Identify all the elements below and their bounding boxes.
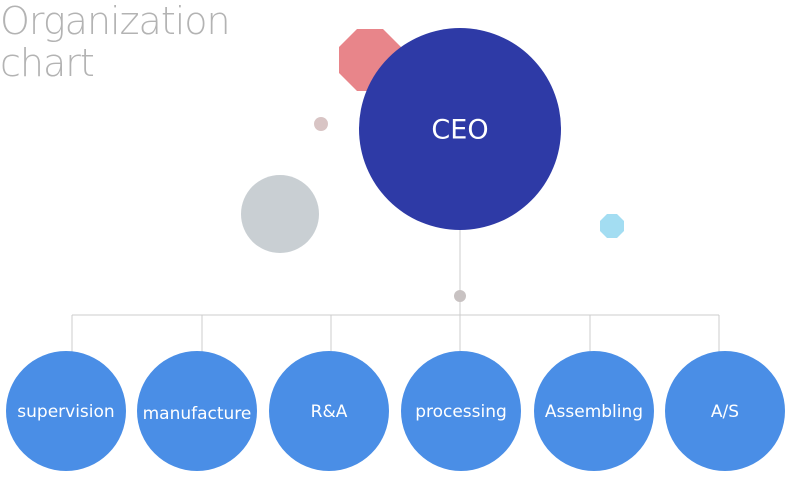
department-circle <box>6 351 126 471</box>
chart-title-line1: Organization <box>0 0 231 43</box>
department-label: Assembling <box>545 402 643 422</box>
department-circle <box>665 351 785 471</box>
department-circle <box>269 351 389 471</box>
department-label: manufacture <box>143 404 252 424</box>
connector-lines <box>71 225 720 360</box>
department-node-supervision[interactable]: supervision <box>6 351 126 471</box>
connector-dot <box>454 290 466 302</box>
chart-title-line2: chart <box>0 41 95 85</box>
gray-circle-decoration <box>241 175 319 253</box>
department-circle <box>137 351 257 471</box>
department-node-processing[interactable]: processing <box>401 351 521 471</box>
department-label: A/S <box>711 402 739 422</box>
ceo-label: CEO <box>431 115 488 146</box>
department-label: supervision <box>17 402 114 422</box>
department-circle <box>534 351 654 471</box>
department-label: R&A <box>311 402 348 422</box>
department-label: processing <box>415 402 507 422</box>
department-node-r-and-a[interactable]: R&A <box>269 351 389 471</box>
blue-octagon-decoration <box>600 214 624 238</box>
ceo-circle <box>359 28 561 230</box>
department-node-a-s[interactable]: A/S <box>665 351 785 471</box>
ceo-node[interactable]: CEO <box>359 28 561 230</box>
department-circle <box>401 351 521 471</box>
small-dot-decoration <box>314 117 328 131</box>
department-node-assembling[interactable]: Assembling <box>534 351 654 471</box>
department-node-manufacture[interactable]: manufacture <box>137 351 257 471</box>
